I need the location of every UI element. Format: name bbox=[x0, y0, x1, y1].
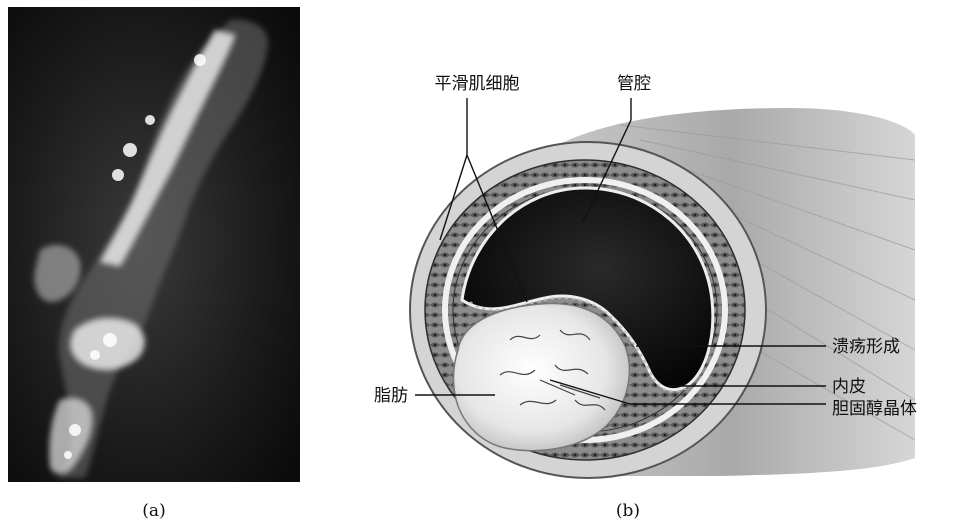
label-smooth-muscle-cells: 平滑肌细胞 bbox=[435, 74, 520, 94]
label-fat: 脂肪 bbox=[374, 386, 408, 406]
panel-b-artery-illustration bbox=[410, 108, 915, 478]
label-ulceration: 溃疡形成 bbox=[832, 337, 900, 357]
label-lumen: 管腔 bbox=[617, 74, 651, 94]
label-endothelium: 内皮 bbox=[832, 377, 866, 397]
panel-a-caption: (a) bbox=[142, 501, 165, 521]
panel-a-micrograph bbox=[8, 7, 300, 482]
label-cholesterol-crystals: 胆固醇晶体 bbox=[832, 399, 917, 419]
panel-b-caption: (b) bbox=[616, 501, 640, 521]
